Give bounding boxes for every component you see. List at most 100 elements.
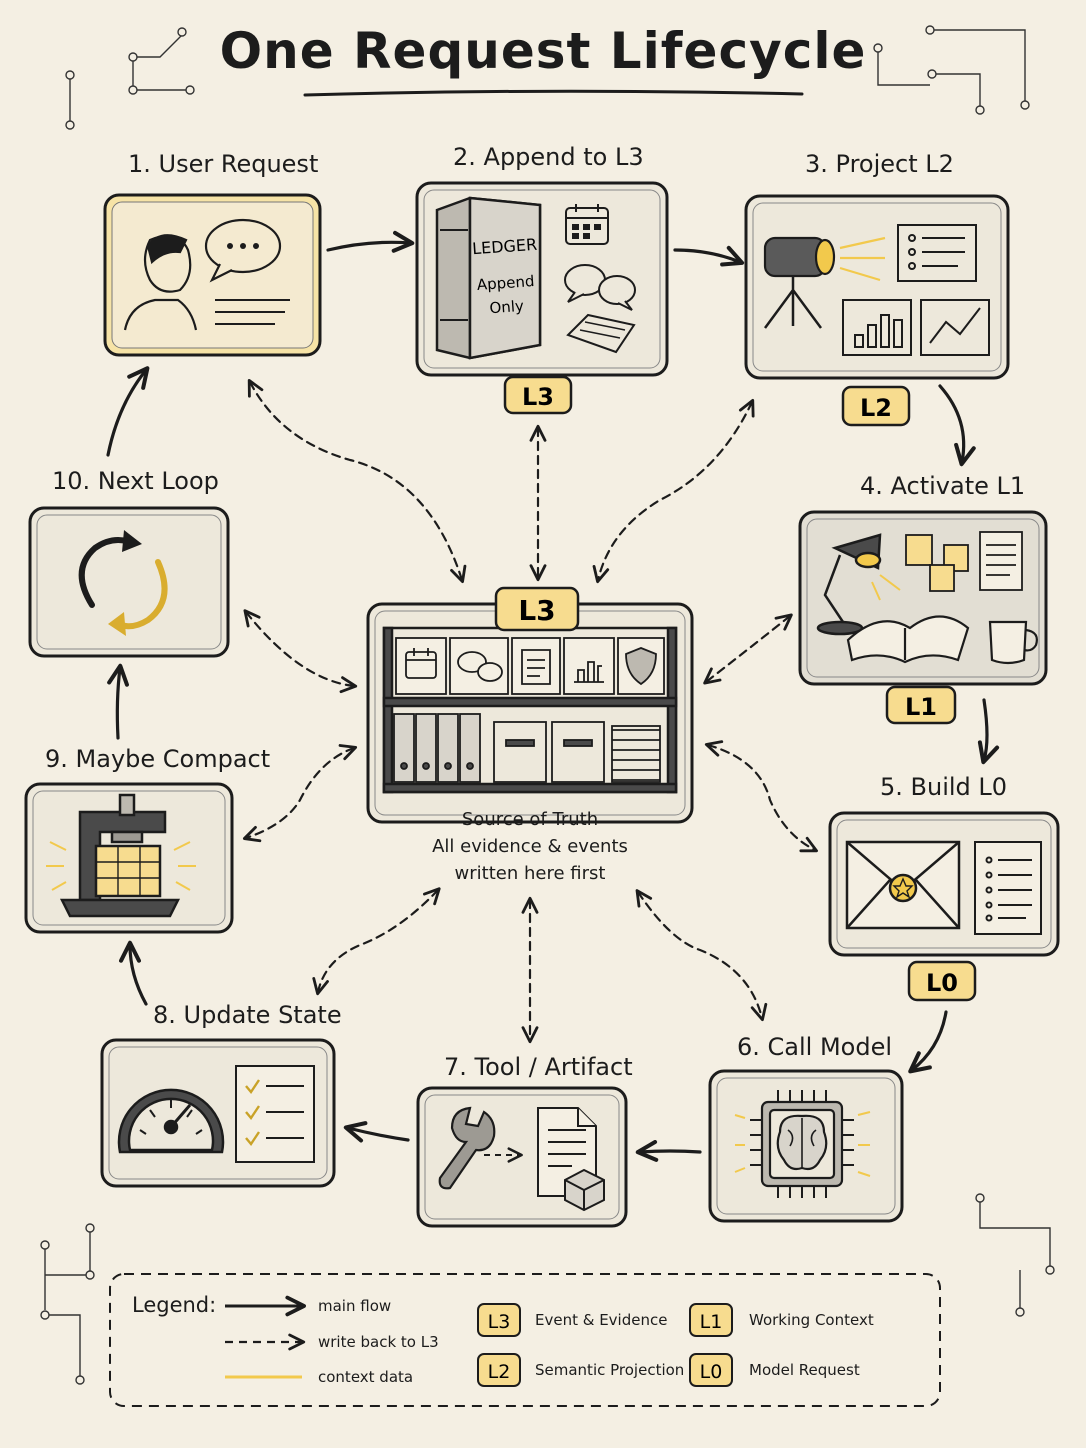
card-next-loop[interactable]	[28, 506, 230, 658]
badge-text: L0	[926, 969, 958, 997]
badge-text: L1	[905, 693, 937, 721]
legend-badge-l0	[689, 1353, 733, 1387]
write-back-arrows	[242, 379, 818, 1044]
ledger-title: LEDGER	[472, 235, 538, 258]
arrow-4-to-5	[977, 698, 1000, 765]
wrench-icon	[438, 1106, 496, 1190]
card-build-l0[interactable]	[828, 811, 1060, 957]
page-title: One Request Lifecycle	[219, 22, 867, 80]
writeback-5	[704, 740, 818, 853]
arrow-7-to-8	[343, 1121, 410, 1143]
card-project-l2[interactable]	[744, 194, 1010, 380]
badge-center-l3: L3	[494, 586, 580, 632]
desk-lamp-icon	[816, 533, 901, 636]
legend-badge-text: L2	[488, 1361, 511, 1383]
card-tool-artifact[interactable]	[416, 1086, 628, 1228]
legend-title: Legend:	[132, 1293, 217, 1317]
list-icon	[897, 224, 977, 282]
text-lines-icon	[215, 299, 290, 325]
gauge-icon	[117, 1088, 225, 1154]
badge-step5-l0: L0	[907, 960, 977, 1002]
step-4-label: 4. Activate L1	[860, 472, 1026, 500]
card-call-model[interactable]	[708, 1069, 904, 1223]
calendar-icon	[565, 204, 609, 245]
badge-text: L3	[522, 383, 554, 411]
refresh-cycle-icon	[78, 530, 168, 636]
card-user-request[interactable]	[103, 193, 322, 357]
ledger-book-icon	[435, 196, 542, 360]
writeback-10	[243, 609, 358, 694]
arrow-10-to-1	[106, 366, 150, 457]
step-8-label: 8. Update State	[153, 1001, 342, 1029]
legend-badge-l1	[689, 1303, 733, 1337]
legend-l1-text: Working Context	[749, 1311, 874, 1329]
arrow-9-to-10	[107, 663, 129, 740]
projector-icon	[763, 236, 886, 329]
box-icon	[493, 721, 661, 783]
notes-icon	[566, 313, 636, 354]
center-line-2: All evidence & events	[432, 836, 628, 857]
badge-step3-l2: L2	[841, 385, 911, 427]
ledger-sub1: Append	[476, 272, 535, 294]
cube-icon	[564, 1168, 605, 1212]
shelf-chart-icon	[563, 637, 615, 695]
legend-write-back-text: write back to L3	[318, 1333, 439, 1351]
legend: L3 L2 L1 L0	[109, 1273, 941, 1407]
legend-badge-l2	[477, 1353, 521, 1387]
legend-badge-l3	[477, 1303, 521, 1337]
mug-icon	[988, 620, 1038, 665]
legend-l0-text: Model Request	[749, 1361, 860, 1379]
line-chart-icon	[920, 299, 990, 356]
title-underline	[303, 89, 804, 97]
step-10-label: 10. Next Loop	[52, 467, 219, 495]
arrow-2-to-3	[673, 245, 745, 267]
bar-chart-icon	[842, 299, 912, 356]
step-6-label: 6. Call Model	[737, 1033, 893, 1061]
center-line-1: Source of Truth	[461, 809, 599, 830]
speech-bubble-icon	[204, 218, 282, 283]
arrow-8-to-9	[119, 940, 148, 1006]
ledger-sub2: Only	[489, 297, 525, 317]
main-flow-arrows	[106, 230, 1000, 1162]
arrow-5-to-6	[908, 1010, 948, 1074]
legend-main-flow-text: main flow	[318, 1297, 392, 1315]
card-update-state[interactable]	[100, 1038, 336, 1188]
legend-l3-text: Event & Evidence	[535, 1311, 668, 1329]
binder-icon	[393, 713, 481, 783]
open-book-icon	[846, 615, 970, 664]
step-3-label: 3. Project L2	[805, 150, 954, 178]
center-source-of-truth[interactable]	[366, 602, 694, 824]
badge-text: L2	[860, 394, 892, 422]
writeback-6	[635, 889, 768, 1022]
chip-brain-icon	[734, 1090, 871, 1198]
card-maybe-compact[interactable]	[24, 782, 234, 934]
legend-badge-text: L1	[700, 1311, 723, 1333]
press-icon	[46, 793, 196, 918]
step-5-label: 5. Build L0	[880, 773, 1008, 801]
step-1-label: 1. User Request	[128, 150, 319, 178]
legend-badge-text: L3	[488, 1311, 511, 1333]
card-append-l3[interactable]	[415, 181, 669, 377]
person-icon	[123, 234, 198, 331]
writeback-8	[312, 887, 441, 996]
step-7-label: 7. Tool / Artifact	[444, 1053, 633, 1081]
sticky-notes-icon	[905, 531, 1023, 592]
chat-icon	[564, 264, 636, 311]
writeback-3	[592, 398, 755, 584]
arrow-1-to-2	[326, 230, 415, 253]
writeback-1	[247, 379, 467, 584]
badge-text: L3	[518, 594, 555, 627]
legend-context-data-text: context data	[318, 1368, 414, 1386]
center-line-3: written here first	[454, 863, 606, 884]
badge-step4-l1: L1	[885, 685, 957, 725]
legend-l2-text: Semantic Projection	[535, 1361, 685, 1379]
arrow-3-to-4	[938, 384, 976, 467]
envelope-icon	[845, 840, 961, 930]
checklist-icon	[974, 841, 1042, 935]
step-9-label: 9. Maybe Compact	[45, 745, 271, 773]
center-caption: Source of Truth All evidence & events wr…	[395, 806, 665, 887]
writeback-9	[242, 744, 358, 843]
card-activate-l1[interactable]	[798, 510, 1048, 686]
circuit-decoration	[40, 25, 1055, 1385]
